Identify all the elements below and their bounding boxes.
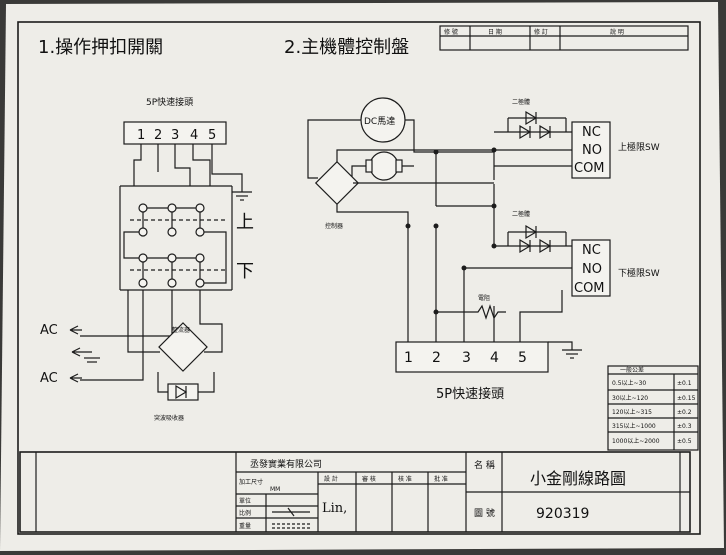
tol-range-4: 315以上~1000 — [612, 422, 656, 430]
tol-range-1: 0.5以上~30 — [612, 379, 646, 387]
drawing-frame — [17, 21, 701, 535]
right-pin-4: 4 — [490, 350, 499, 366]
left-pin-2: 2 — [154, 128, 162, 143]
down-label: 下 — [236, 261, 254, 282]
lower-limit-switch: NC NO COM 下極限SW — [571, 239, 660, 297]
tolerance-table: 一般公差 0.5以上~30 ±0.1 30以上~120 ±0.15 120以上~… — [607, 365, 699, 451]
resistor: 電阻 — [436, 294, 506, 342]
right-connector-block — [395, 341, 549, 373]
right-pin-2: 2 — [432, 350, 441, 366]
lower-diode-pair: 二極體 — [494, 210, 572, 254]
right-connector-title: 5P快速接頭 — [436, 386, 504, 402]
motor-symbol — [365, 151, 403, 181]
snubber-component: 突波吸收器 — [154, 383, 199, 422]
dc-motor-label: DC馬達 — [364, 115, 395, 127]
tolerance-header: 一般公差 — [620, 366, 644, 374]
lower-com: COM — [574, 281, 605, 296]
resistor-label: 電阻 — [478, 294, 490, 302]
col-authorize: 批 准 — [434, 475, 448, 483]
upper-nc: NC — [582, 125, 601, 140]
label-process-size: 加工尺寸 — [239, 478, 263, 486]
right-pin-1: 1 — [404, 350, 413, 366]
up-label: 上 — [236, 212, 254, 233]
left-pin-5: 5 — [208, 128, 216, 143]
lower-nc: NC — [582, 243, 601, 258]
section-title-switch: 1.操作押扣開關 — [38, 37, 163, 58]
rev-header-no: 修 號 — [444, 28, 458, 36]
left-connector-title: 5P快速接頭 — [146, 96, 193, 108]
tol-range-5: 1000以上~2000 — [612, 437, 660, 445]
tol-value-1: ±0.1 — [677, 380, 692, 387]
label-weight: 重量 — [239, 522, 251, 530]
diode-top-label: 二極體 — [512, 98, 530, 106]
switch-diagram: 5P快速接頭 1 2 3 4 5 — [40, 96, 254, 422]
lower-no: NO — [582, 262, 602, 277]
control-diagram: DC馬達 控制器 二極體 NC — [307, 97, 660, 402]
ground-symbol-left — [232, 191, 252, 201]
number-label: 圖 號 — [474, 507, 495, 519]
ground-symbol-ac — [84, 357, 100, 363]
upper-switch-name: 上極限SW — [618, 141, 660, 153]
drawing-name: 小金剛線路圖 — [530, 469, 626, 488]
unit-mm: MM — [270, 486, 280, 493]
right-pin-5: 5 — [518, 350, 527, 366]
company-name: 丞發實業有限公司 — [250, 458, 322, 470]
tol-value-3: ±0.2 — [677, 409, 692, 416]
dc-motor: DC馬達 — [360, 97, 406, 143]
designer-signature: Lin, — [322, 501, 347, 516]
col-review: 審 核 — [362, 475, 376, 483]
left-pin-4: 4 — [190, 128, 198, 143]
upper-no: NO — [582, 143, 602, 158]
snubber-label: 突波吸收器 — [154, 414, 184, 422]
lower-switch-name: 下極限SW — [618, 267, 660, 279]
left-pin-3: 3 — [171, 128, 179, 143]
section-title-control: 2.主機體控制盤 — [284, 37, 409, 58]
left-pin-1: 1 — [137, 128, 145, 143]
controller-bridge: 控制器 — [314, 160, 360, 230]
up-down-switch — [119, 185, 233, 291]
drawing-number: 920319 — [536, 506, 589, 522]
label-scale: 比例 — [239, 509, 251, 517]
rev-header-desc: 說 明 — [610, 28, 624, 36]
rev-header-rev: 修 訂 — [534, 28, 548, 36]
upper-com: COM — [574, 161, 605, 176]
ground-arrow — [71, 347, 92, 357]
controller-label: 控制器 — [325, 222, 343, 230]
title-block: 丞發實業有限公司 加工尺寸 單位 MM 比例 重量 設 計 審 核 核 准 批 … — [19, 451, 691, 533]
ac-label-top: AC — [40, 323, 58, 338]
ground-symbol-right — [562, 349, 582, 359]
tol-range-3: 120以上~315 — [612, 408, 652, 416]
tol-range-2: 30以上~120 — [612, 394, 648, 402]
label-unit: 單位 — [239, 497, 251, 505]
upper-diode-pair: 二極體 — [494, 98, 572, 140]
left-bridge-label: 整流器 — [172, 326, 190, 334]
right-pin-3: 3 — [462, 350, 471, 366]
ac-label-bottom: AC — [40, 371, 58, 386]
col-design: 設 計 — [324, 475, 338, 483]
tol-value-5: ±0.5 — [677, 438, 692, 445]
name-label: 名 稱 — [474, 459, 495, 471]
diode-bottom-label: 二極體 — [512, 210, 530, 218]
upper-limit-switch: NC NO COM 上極限SW — [571, 121, 660, 179]
tol-value-4: ±0.3 — [677, 423, 692, 430]
col-approve: 核 准 — [398, 475, 412, 483]
rev-header-date: 日 期 — [488, 28, 502, 36]
revision-table: 修 號 日 期 修 訂 說 明 — [439, 25, 689, 51]
tol-value-2: ±0.15 — [677, 395, 696, 402]
left-bridge-rectifier: 整流器 — [158, 322, 208, 372]
